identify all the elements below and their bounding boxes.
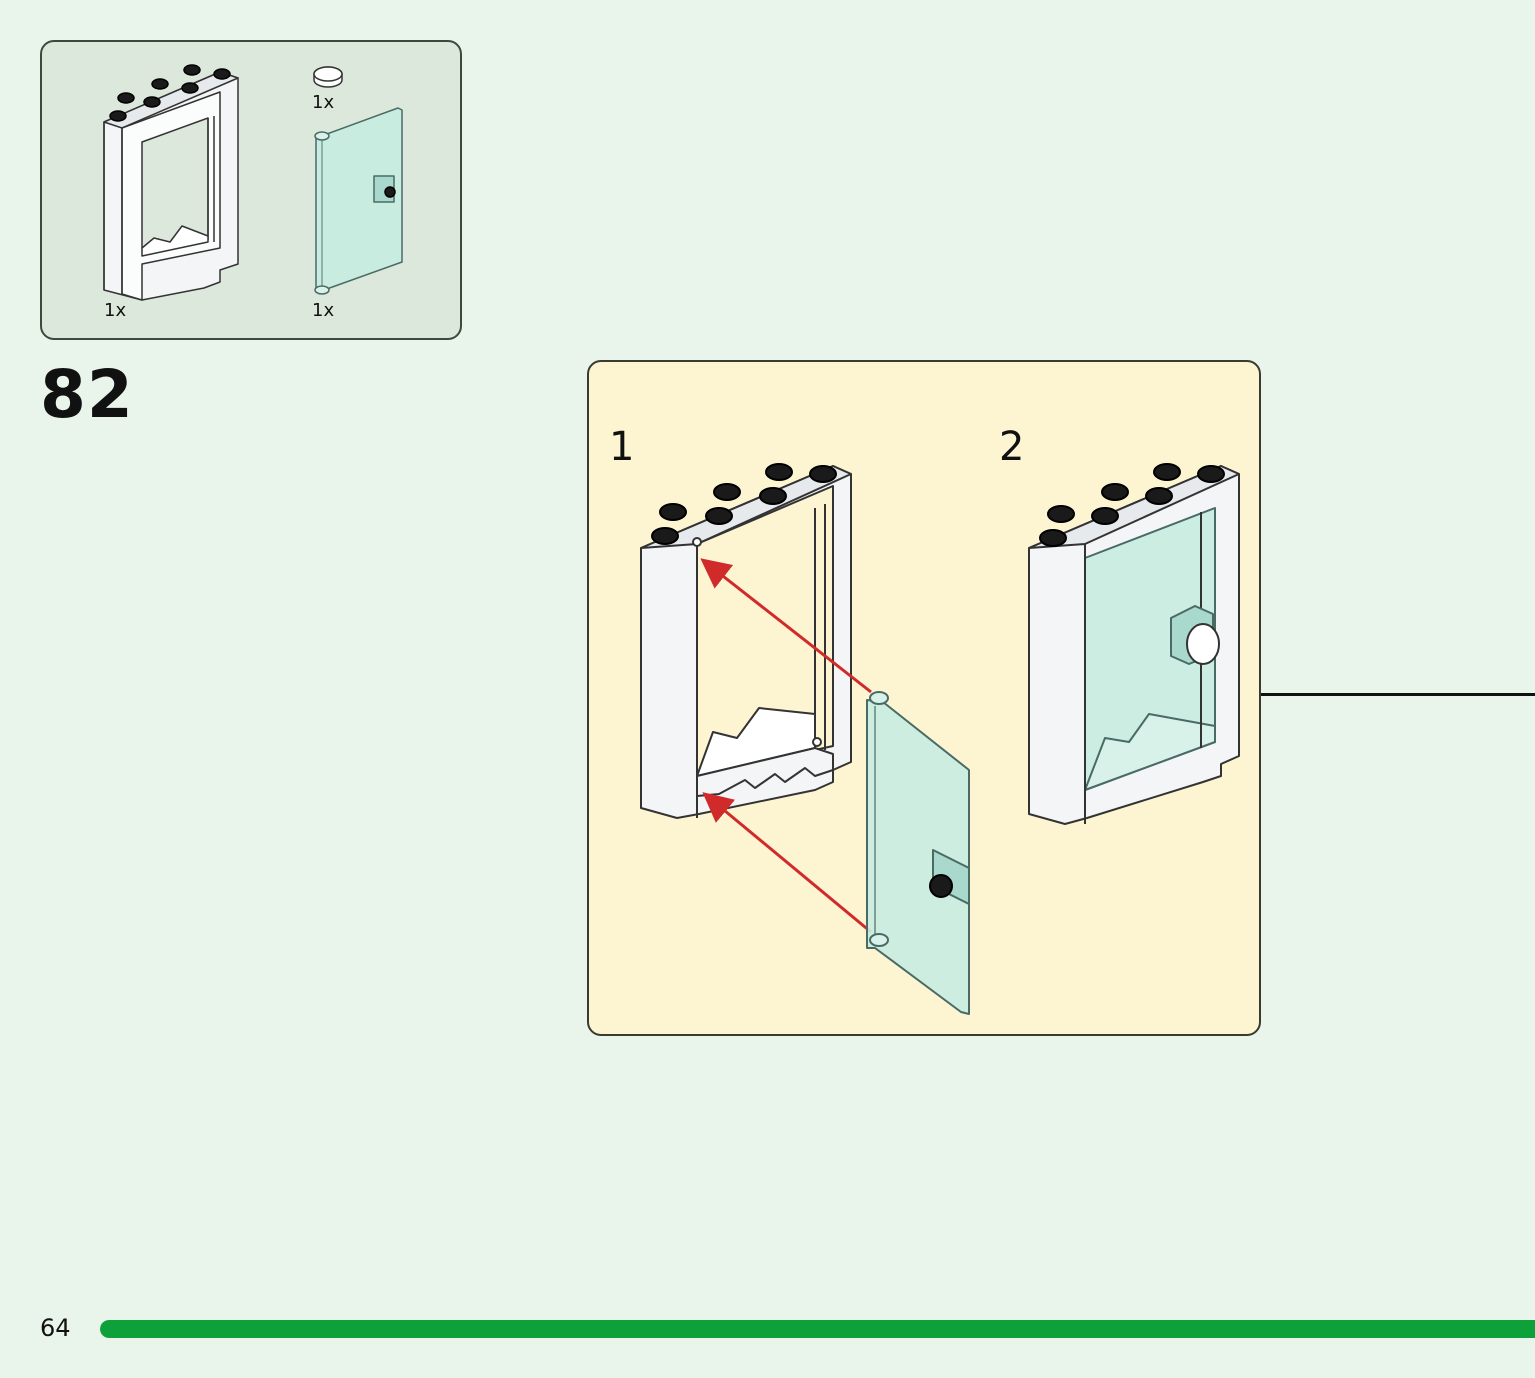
assembly-arrows: [700, 558, 872, 934]
door-part: [314, 107, 403, 295]
door-quantity: 1x: [312, 300, 335, 321]
progress-bar-fill: [100, 1320, 1535, 1338]
sub-step-2-number: 2: [999, 424, 1025, 470]
step1-frame: [640, 463, 852, 819]
callout-illustration: [640, 463, 1240, 1015]
tile-quantity: 1x: [312, 92, 335, 113]
progress-bar: [100, 1320, 1535, 1338]
sub-step-1-number: 1: [609, 424, 635, 470]
parts-list-box: 1x 1x 1x: [40, 40, 462, 340]
step2-assembly: [1028, 463, 1240, 825]
page-number: 64: [40, 1314, 71, 1342]
step-number: 82: [40, 356, 134, 433]
round-tile-part: [313, 66, 343, 88]
parts-illustration: [103, 64, 403, 301]
door-frame-part: [103, 64, 239, 301]
sub-assembly-callout: 1 2: [587, 360, 1261, 1036]
frame-quantity: 1x: [104, 300, 127, 321]
step1-door: [866, 691, 970, 1015]
callout-connector-line: [1261, 693, 1535, 696]
